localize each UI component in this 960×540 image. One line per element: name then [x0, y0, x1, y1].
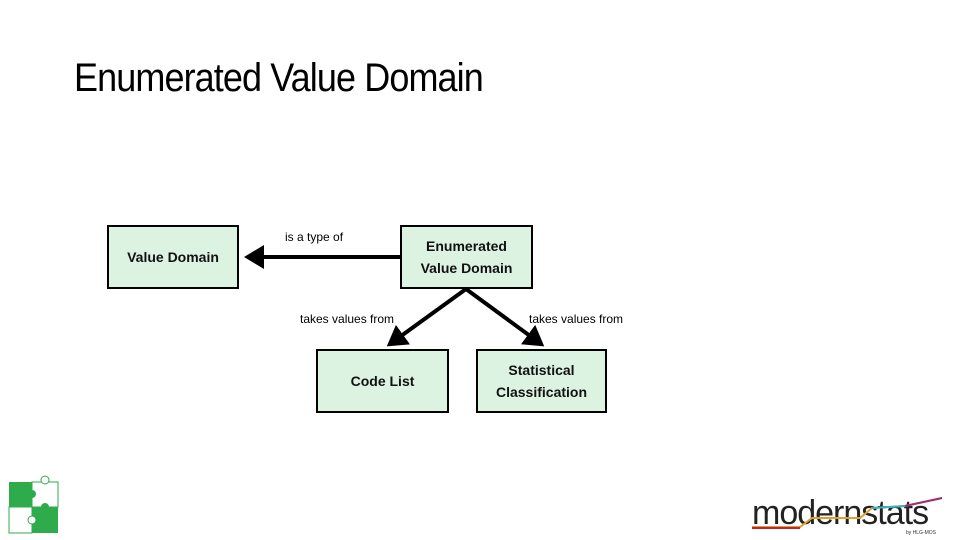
edge-label-is-a-type-of: is a type of	[285, 230, 344, 244]
modernstats-logo: modernstats	[752, 494, 929, 532]
node-label: Statistical Classification	[495, 362, 588, 400]
node-code-list: Code List	[316, 349, 449, 413]
arrow-to-statistical-classification	[464, 287, 545, 347]
node-statistical-classification: Statistical Classification	[476, 349, 607, 413]
node-label: Code List	[350, 373, 415, 389]
node-label: Value Domain	[127, 249, 219, 265]
node-label: Enumerated Value Domain	[420, 238, 513, 276]
edge-label-takes-values-from-left: takes values from	[300, 312, 395, 326]
arrow-to-code-list	[386, 287, 468, 347]
edge-label-takes-values-from-right: takes values from	[529, 312, 624, 326]
node-value-domain: Value Domain	[107, 225, 239, 289]
node-enumerated-value-domain: Enumerated Value Domain	[400, 225, 533, 289]
slide-title: Enumerated Value Domain	[74, 56, 484, 100]
modernstats-sub: by HLG-MOS	[906, 530, 937, 536]
